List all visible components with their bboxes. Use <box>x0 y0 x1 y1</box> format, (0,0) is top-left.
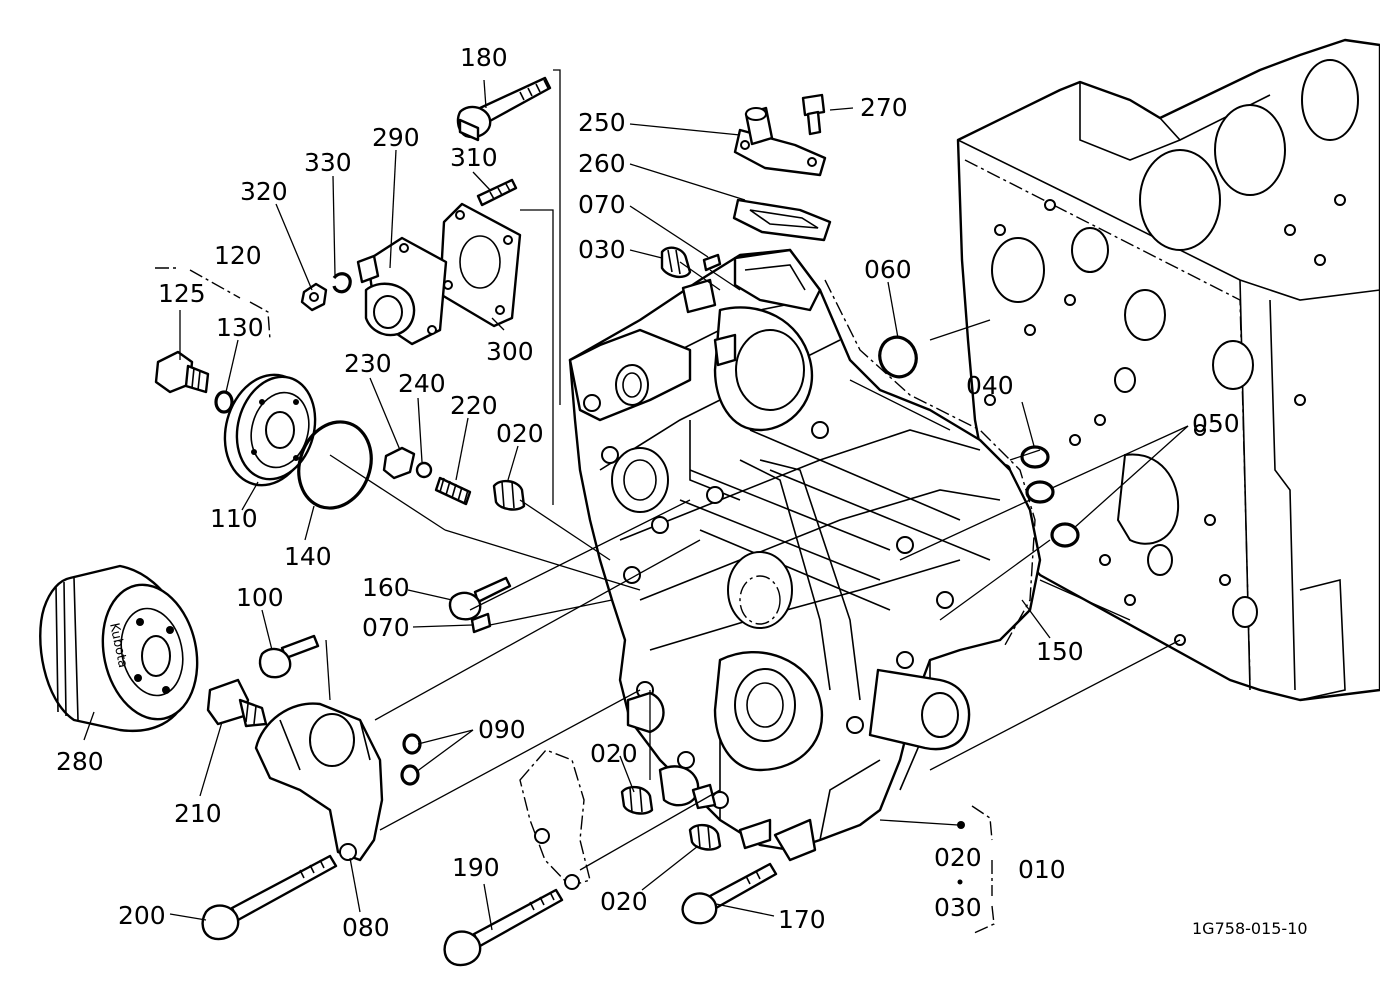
label-300: 300 <box>486 337 534 366</box>
label-320: 320 <box>240 177 288 206</box>
label-060: 060 <box>864 255 912 284</box>
label-070-a: 070 <box>578 190 626 219</box>
bolt-125 <box>154 350 210 394</box>
gasket-260 <box>732 198 832 242</box>
label-290: 290 <box>372 123 420 152</box>
leader-lines <box>83 79 1189 931</box>
gear-case <box>568 248 1042 862</box>
label-220: 220 <box>450 391 498 420</box>
drawing-code: 1G758-015-10 <box>1192 919 1308 938</box>
bolt-170 <box>681 862 778 925</box>
label-110: 110 <box>210 504 258 533</box>
part-labels: 180 250 270 290 310 330 320 260 070 030 … <box>56 43 1308 942</box>
o-ring-060 <box>878 335 918 379</box>
plug-020-c <box>688 823 722 851</box>
label-170: 170 <box>778 905 826 934</box>
label-030-a: 030 <box>578 235 626 264</box>
label-125: 125 <box>158 279 206 308</box>
label-120: 120 <box>214 241 262 270</box>
washer-330 <box>332 272 352 294</box>
bolt-200 <box>201 854 338 941</box>
spring-220 <box>434 476 472 506</box>
label-070-b: 070 <box>362 613 410 642</box>
group-bracket-120 <box>155 267 271 341</box>
bolt-270 <box>801 93 826 136</box>
oil-filter-280: Kubota <box>39 564 199 732</box>
o-ring-140 <box>297 420 373 510</box>
bolt-100 <box>258 634 320 679</box>
plate-fragment <box>519 749 591 887</box>
label-240: 240 <box>398 369 446 398</box>
o-ring-090-a <box>402 733 422 755</box>
label-020-d: 020 <box>934 843 982 872</box>
filter-head-110 <box>223 373 317 487</box>
washer-130 <box>214 390 234 414</box>
filter-bracket <box>254 702 384 862</box>
label-190: 190 <box>452 853 500 882</box>
label-020-b: 020 <box>590 739 638 768</box>
label-100: 100 <box>236 583 284 612</box>
nipple-210 <box>206 678 268 728</box>
housing-290 <box>356 236 448 346</box>
label-150: 150 <box>1036 637 1084 666</box>
pin-070-top <box>702 253 722 272</box>
label-010: 010 <box>1018 855 1066 884</box>
group-bracket-010 <box>971 805 995 935</box>
label-180: 180 <box>460 43 508 72</box>
gasket-300 <box>438 202 522 328</box>
label-230: 230 <box>344 349 392 378</box>
o-ring-050-b <box>1050 522 1080 548</box>
water-flange-250 <box>733 106 827 177</box>
label-330: 330 <box>304 148 352 177</box>
point-020-030 <box>957 879 963 885</box>
label-310: 310 <box>450 143 498 172</box>
bolt-190 <box>443 888 564 967</box>
label-090: 090 <box>478 715 526 744</box>
label-260: 260 <box>578 149 626 178</box>
assembly-lines <box>325 69 1181 871</box>
label-270: 270 <box>860 93 908 122</box>
label-140: 140 <box>284 542 332 571</box>
label-130: 130 <box>216 313 264 342</box>
o-ring-050-a <box>1025 480 1055 504</box>
cylinder-block <box>956 38 1380 702</box>
ball-240 <box>415 461 433 479</box>
label-280: 280 <box>56 747 104 776</box>
label-160: 160 <box>362 573 410 602</box>
point-020-010 <box>957 821 965 829</box>
o-ring-090-b <box>400 764 420 786</box>
label-210: 210 <box>174 799 222 828</box>
pin-070-lower <box>470 612 492 634</box>
plug-020-b <box>620 785 654 815</box>
label-020-c: 020 <box>600 887 648 916</box>
label-250: 250 <box>578 108 626 137</box>
plug-020-a <box>492 479 526 511</box>
label-200: 200 <box>118 901 166 930</box>
valve-230 <box>382 446 416 480</box>
plug-030 <box>660 246 692 279</box>
o-ring-040 <box>1020 445 1050 469</box>
gasket-150 <box>824 279 1036 646</box>
label-040: 040 <box>966 371 1014 400</box>
label-080: 080 <box>342 913 390 942</box>
bolt-180 <box>456 76 552 142</box>
label-050: 050 <box>1192 409 1240 438</box>
label-030-b: 030 <box>934 893 982 922</box>
bolt-160 <box>448 576 512 621</box>
label-020-a: 020 <box>496 419 544 448</box>
